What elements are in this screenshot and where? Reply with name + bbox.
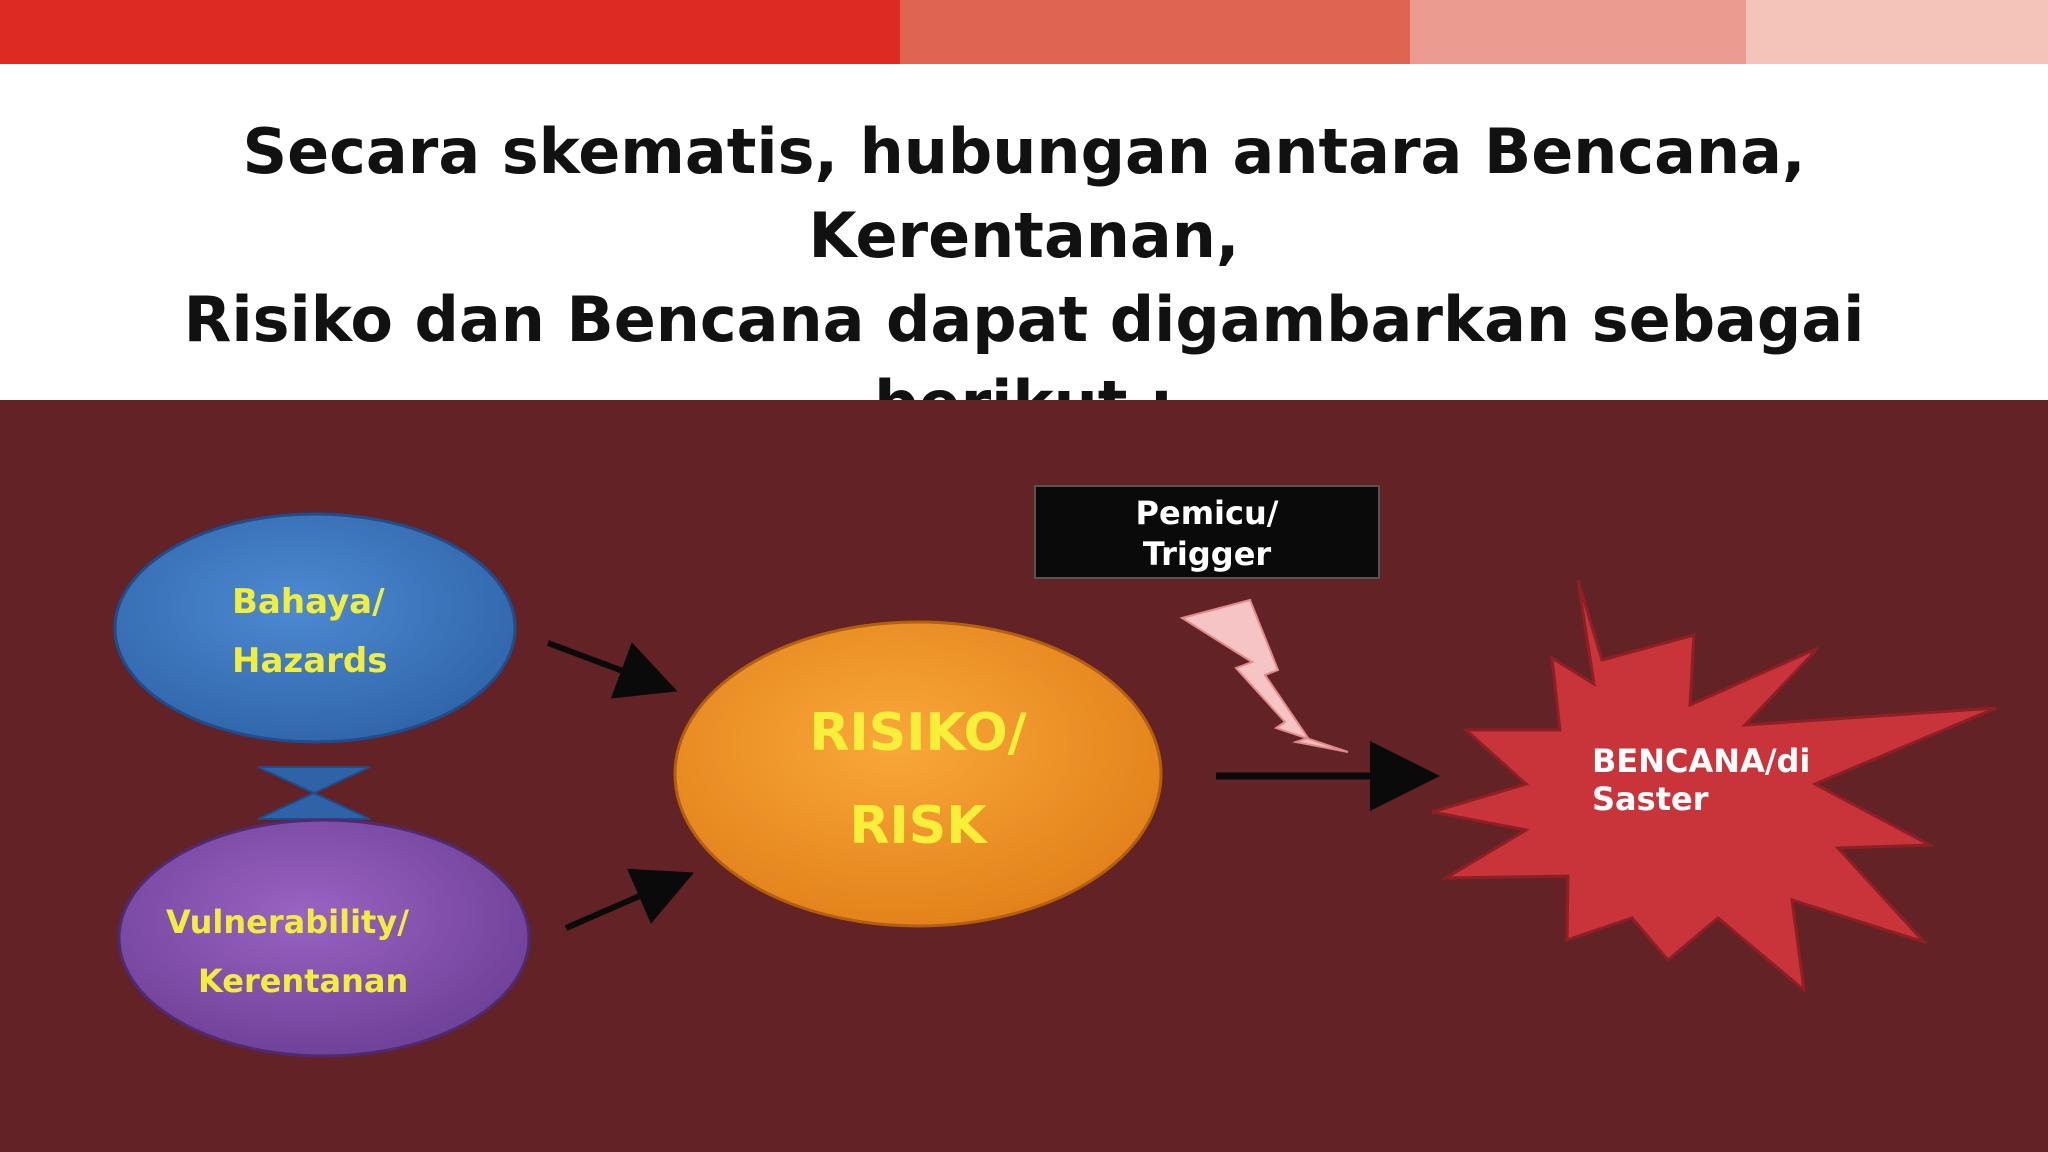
trigger-label-line2: Trigger	[1143, 535, 1272, 573]
top-color-bar	[0, 0, 2048, 64]
hazard-label-line2: Hazards	[232, 641, 387, 681]
risk-label-line2: RISK	[849, 796, 988, 856]
disaster-label-line2: Saster	[1592, 780, 1709, 818]
top-bar-segment	[0, 0, 900, 64]
hazard-label-line1: Bahaya/	[232, 582, 385, 622]
disaster-node: BENCANA/di Saster	[1431, 579, 1997, 994]
trigger-label-line1: Pemicu/	[1136, 494, 1279, 532]
lightning-bolt-icon	[1179, 598, 1349, 753]
arrow-vulnerability-to-risk	[564, 868, 695, 931]
top-bar-segment	[1746, 0, 2048, 64]
vulnerability-label-line1: Vulnerability/	[166, 903, 409, 941]
risk-node: RISIKO/ RISK	[673, 620, 1163, 928]
risk-ellipse	[673, 620, 1163, 928]
vulnerability-ellipse	[117, 818, 531, 1058]
arrow-hazard-to-risk	[546, 640, 678, 699]
top-bar-segment	[900, 0, 1410, 64]
hazard-node: Bahaya/ Hazards	[113, 512, 517, 744]
disaster-starburst	[1431, 579, 1997, 994]
trigger-node: Pemicu/ Trigger	[1034, 485, 1380, 579]
vulnerability-label-line2: Kerentanan	[198, 962, 408, 1000]
risk-diagram: Bahaya/ Hazards Vulnerability/ Kerentana…	[113, 485, 1997, 1058]
risk-label-line1: RISIKO/	[809, 703, 1026, 763]
vulnerability-node: Vulnerability/ Kerentanan	[117, 818, 531, 1058]
trigger-box	[1034, 485, 1380, 579]
hazard-ellipse	[113, 512, 517, 744]
hourglass-connector	[257, 766, 371, 820]
title-line-1: Secara skematis, hubungan antara Bencana…	[242, 115, 1806, 272]
disaster-label-line1: BENCANA/di	[1592, 742, 1810, 780]
top-bar-segment	[1410, 0, 1746, 64]
slide-title: Secara skematis, hubungan antara Bencana…	[60, 110, 1988, 446]
